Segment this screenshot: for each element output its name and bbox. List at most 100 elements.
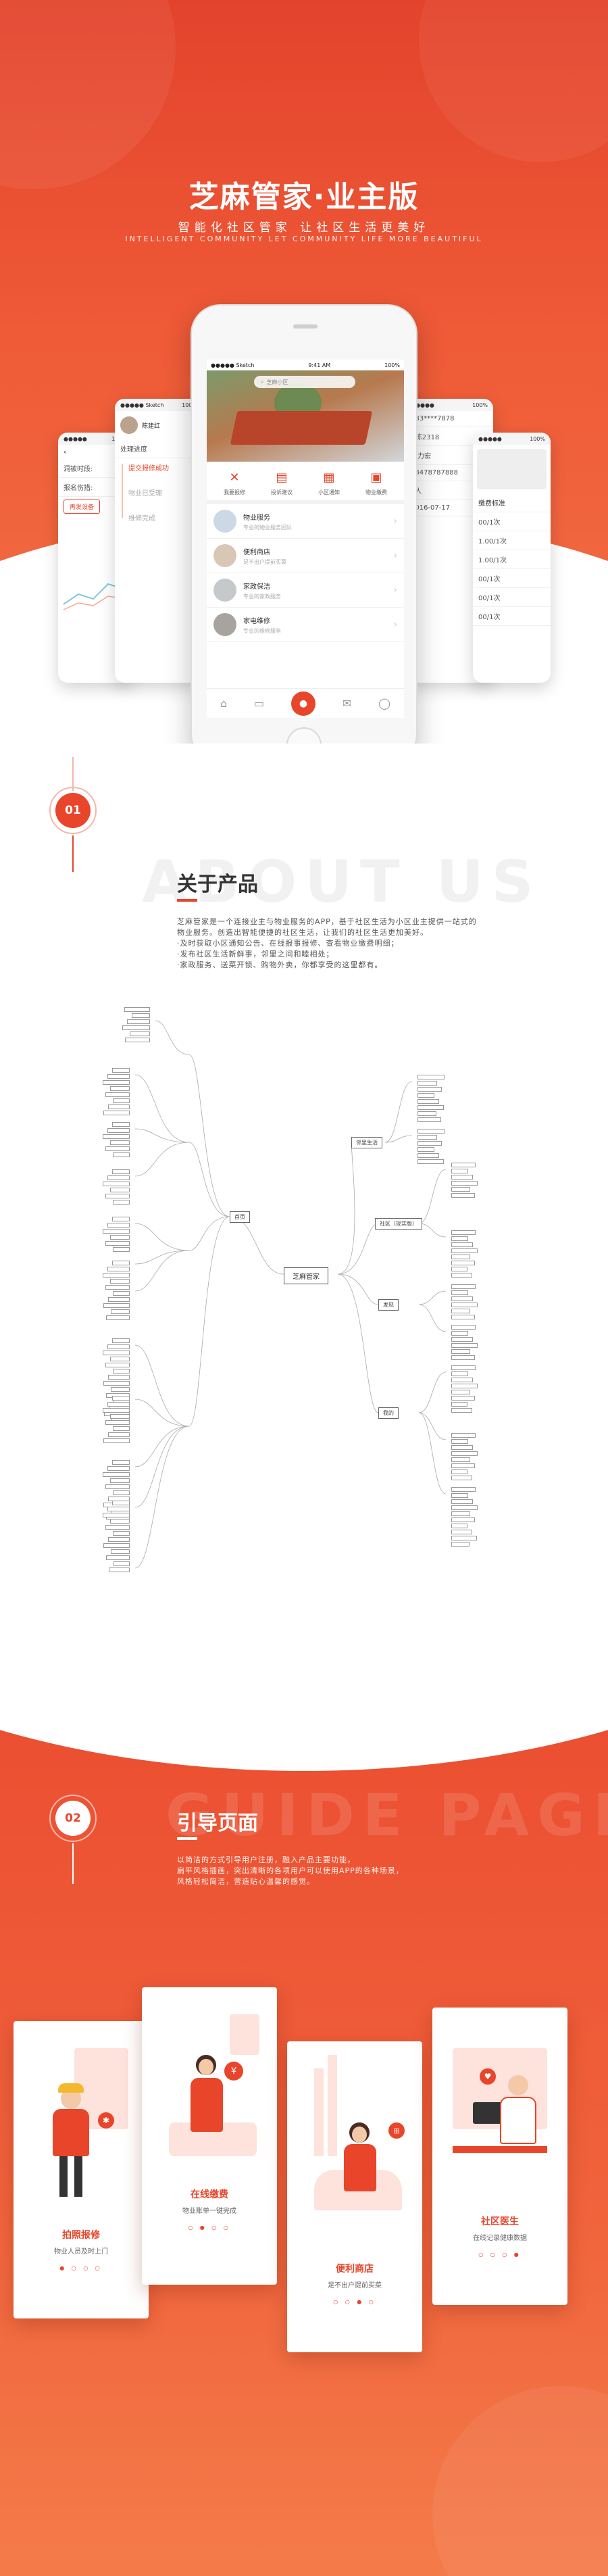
mindmap-leaf [112, 1261, 130, 1265]
hero-subtitle-en: INTELLIGENT COMMUNITY LET COMMUNITY LIFE… [125, 235, 483, 243]
mindmap-leaf [112, 1217, 130, 1221]
helmet-icon [58, 2083, 84, 2093]
mindmap-leaf [112, 1460, 130, 1465]
mindmap-leaf [110, 1188, 130, 1192]
phone-speaker [293, 324, 318, 329]
home-button[interactable] [286, 727, 322, 744]
home-icon[interactable]: ⌂ [220, 697, 228, 710]
product-image [477, 449, 547, 489]
mindmap-leaf [417, 1117, 441, 1122]
doctor-head [508, 2075, 528, 2095]
search-input[interactable]: ⌕ 芝麻小区 [254, 376, 355, 388]
mindmap-leaf [451, 1408, 472, 1413]
quick-label: 物业缴费 [365, 489, 387, 495]
guide-card: ✱ 拍照报修 物业人员及时上门 ● ○ ○ ○ [14, 2021, 149, 2318]
person-head [199, 2059, 213, 2075]
search-placeholder: 芝麻小区 [266, 379, 288, 385]
mindmap-leaf [105, 1285, 130, 1290]
mindmap-leaf [106, 1315, 130, 1320]
mindmap-leaf [103, 1381, 130, 1386]
guide-section: 02 GUIDE PAGE 引导页面 以简洁的方式引导用户注册，融入产品主要功能… [0, 1609, 608, 2576]
fee-row: 00/1次 [473, 569, 551, 588]
mindmap-leaf [451, 1457, 470, 1462]
mindmap-leaf [451, 1451, 478, 1456]
chevron-right-icon: › [393, 619, 397, 630]
mindmap-leaf [451, 1365, 476, 1370]
mindmap-leaf [451, 1343, 478, 1348]
mindmap-leaf [417, 1093, 434, 1098]
tab-bar: ⌂ ▭ ● ✉ ◯ [207, 688, 404, 718]
mindmap-leaf [417, 1081, 437, 1086]
back-icon[interactable]: ‹ [64, 447, 67, 456]
person-head [352, 2127, 367, 2143]
announcement-icon: ▦ [323, 470, 335, 485]
mindmap-leaf [103, 1543, 130, 1548]
mail-icon[interactable]: ✉ [342, 697, 352, 710]
doctor-illustration: ♥ [432, 2008, 567, 2210]
mindmap-leaf [105, 1363, 130, 1367]
mindmap-leaf [113, 1426, 130, 1431]
service-desc: 足不出户提前买菜 [243, 558, 286, 565]
mindmap-branch: 首页 [230, 1211, 250, 1223]
guide-top-curve [0, 1609, 608, 1771]
desc-line: ·及时获取小区通知公告、在线报事报修、查看物业缴费明细； [177, 939, 399, 948]
mindmap-leaf [109, 1568, 130, 1572]
mindmap-leaf [111, 1549, 130, 1554]
room-code: A栋2318 [405, 427, 493, 446]
fee-row: 1.00/1次 [473, 550, 551, 569]
step: 维修完成 [128, 515, 155, 523]
service-item[interactable]: 家电维修专业的维修服务 › [207, 608, 404, 642]
service-item[interactable]: 物业服务专业的物业服务团队 › [207, 504, 404, 539]
mindmap-leaf [113, 1369, 130, 1374]
mindmap-leaf [107, 1223, 130, 1228]
quick-notice[interactable]: ▦ 小区通知 [309, 468, 349, 496]
banner-image[interactable]: ⌕ 芝麻小区 [207, 370, 404, 462]
gear-icon: ✱ [98, 2112, 114, 2129]
decor-circle [432, 2386, 608, 2576]
mindmap-leaf [105, 1241, 130, 1246]
date-value: 2016-07-17 [405, 500, 493, 516]
mindmap-leaf [451, 1499, 473, 1504]
service-title: 便利商店 [243, 548, 270, 556]
service-item[interactable]: 家政保洁专业的家政服务 › [207, 573, 404, 608]
quick-repair[interactable]: ✕ 我要报修 [214, 468, 255, 496]
wallet-icon: ▣ [370, 470, 382, 485]
mindmap-leaf [451, 1267, 467, 1271]
quick-pay[interactable]: ▣ 物业缴费 [356, 468, 397, 496]
title-underline [177, 1837, 197, 1840]
page-dots: ● ○ ○ ○ [59, 2265, 103, 2271]
quick-complaint[interactable]: ▤ 投诉建议 [261, 468, 302, 496]
mindmap-leaf [451, 1349, 470, 1354]
person-body [344, 2144, 376, 2191]
calendar-icon[interactable]: ▭ [253, 697, 265, 710]
service-item[interactable]: 便利商店足不出户提前买菜 › [207, 539, 404, 573]
fee-header: 缴费标准 [473, 493, 551, 512]
mindmap-leaf [112, 1338, 130, 1343]
center-icon[interactable]: ● [290, 691, 315, 716]
mindmap-leaf [451, 1325, 476, 1330]
user-name: 陈建红 [142, 422, 161, 430]
guide-card: ♥ 社区医生 在线记录健康数据 ○ ○ ○ ● [432, 2008, 567, 2305]
mindmap-leaf [107, 1128, 130, 1133]
mindmap-branch: 我的 [378, 1407, 399, 1419]
mindmap-leaf [451, 1517, 475, 1522]
mindmap-leaf [417, 1135, 437, 1140]
mindmap-leaf [451, 1511, 470, 1516]
mindmap-leaf [107, 1402, 130, 1407]
resend-button[interactable]: 再发设备 [64, 500, 101, 514]
mindmap-leaf [107, 1074, 130, 1079]
mindmap-leaf [124, 1007, 150, 1012]
avatar [120, 416, 138, 434]
mindmap-leaf [417, 1111, 436, 1116]
quick-actions: ✕ 我要报修 ▤ 投诉建议 ▦ 小区通知 ▣ 物业缴费 [207, 462, 404, 504]
owner-name: 张力宏 [405, 446, 493, 465]
desc-line: 风格轻松简洁，营造贴心温馨的感觉。 [177, 1877, 315, 1886]
user-icon[interactable]: ◯ [378, 697, 391, 710]
quick-label: 小区通知 [318, 489, 340, 495]
guide-card: ⊞ 便利商店 足不出户提前买菜 ○ ○ ● ○ [287, 2041, 422, 2352]
mindmap-leaf [108, 1104, 130, 1109]
mindmap-leaf [417, 1075, 445, 1079]
service-avatar [213, 510, 236, 533]
mindmap-leaf [451, 1493, 468, 1498]
